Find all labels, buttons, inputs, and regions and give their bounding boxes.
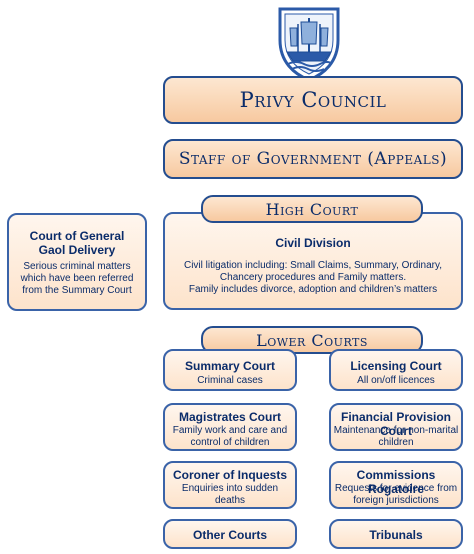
civil-division-line2: Chancery procedures and Family matters. — [219, 272, 407, 283]
gaol-delivery-desc-line2: which have been referred — [20, 273, 134, 284]
financial-provision-court-desc-line1: Maintenance for non-marital — [333, 425, 459, 436]
civil-division-line3: Family includes divorce, adoption and ch… — [188, 284, 438, 295]
licensing-court-title: Licensing Court — [350, 359, 442, 373]
commissions-rogatoire-desc-line2: foreign jurisdictions — [353, 495, 439, 506]
privy-council-box: Privy Council — [163, 76, 463, 124]
coroner-of-inquests-desc-line1: Enquiries into sudden — [181, 483, 279, 494]
financial-provision-court-desc-line2: children — [378, 437, 414, 448]
summary-court-title: Summary Court — [184, 359, 276, 373]
ship-crest-icon — [278, 7, 340, 82]
summary-court-desc: Criminal cases — [197, 375, 263, 386]
other-courts-title: Other Courts — [192, 528, 267, 542]
other-courts-box: Other Courts — [163, 519, 297, 549]
civil-division-box: Civil Division Civil litigation includin… — [163, 212, 463, 310]
licensing-court-box: Licensing Court All on/off licences — [329, 349, 463, 391]
gaol-delivery-title-line1: Court of General — [29, 229, 125, 243]
tribunals-box: Tribunals — [329, 519, 463, 549]
commissions-rogatoire-box: Commissions Rogatoire Requests for evide… — [329, 461, 463, 509]
commissions-rogatoire-title: Commissions Rogatoire — [356, 468, 436, 496]
gaol-delivery-desc-line3: from the Summary Court — [22, 285, 132, 296]
gaol-delivery-box: Court of General Gaol Delivery Serious c… — [7, 213, 147, 311]
magistrates-court-desc-line2: control of children — [190, 437, 270, 448]
crest-emblem — [276, 6, 342, 82]
financial-provision-court-title: Financial Provision Court — [340, 410, 452, 438]
staff-of-government-label: Staff of Government (Appeals) — [178, 149, 448, 169]
lower-courts-label: Lower Courts — [256, 331, 368, 350]
financial-provision-court-box: Financial Provision Court Maintenance fo… — [329, 403, 463, 451]
privy-council-label: Privy Council — [239, 88, 387, 112]
coroner-of-inquests-desc-line2: deaths — [214, 495, 246, 506]
magistrates-court-desc-line1: Family work and care and — [172, 425, 288, 436]
civil-division-title: Civil Division — [275, 236, 351, 250]
gaol-delivery-title-line2: Gaol Delivery — [38, 243, 116, 257]
coroner-of-inquests-title: Coroner of Inquests — [172, 468, 287, 482]
commissions-rogatoire-desc-line1: Requests for evidence from — [334, 483, 458, 494]
summary-court-box: Summary Court Criminal cases — [163, 349, 297, 391]
staff-of-government-box: Staff of Government (Appeals) — [163, 139, 463, 179]
high-court-label: High Court — [265, 200, 359, 219]
licensing-court-desc: All on/off licences — [357, 375, 435, 386]
gaol-delivery-desc-line1: Serious criminal matters — [23, 261, 131, 272]
tribunals-title: Tribunals — [369, 528, 423, 542]
high-court-box: High Court — [201, 195, 423, 223]
coroner-of-inquests-box: Coroner of Inquests Enquiries into sudde… — [163, 461, 297, 509]
civil-division-line1: Civil litigation including: Small Claims… — [183, 260, 443, 271]
magistrates-court-title: Magistrates Court — [178, 410, 282, 424]
magistrates-court-box: Magistrates Court Family work and care a… — [163, 403, 297, 451]
